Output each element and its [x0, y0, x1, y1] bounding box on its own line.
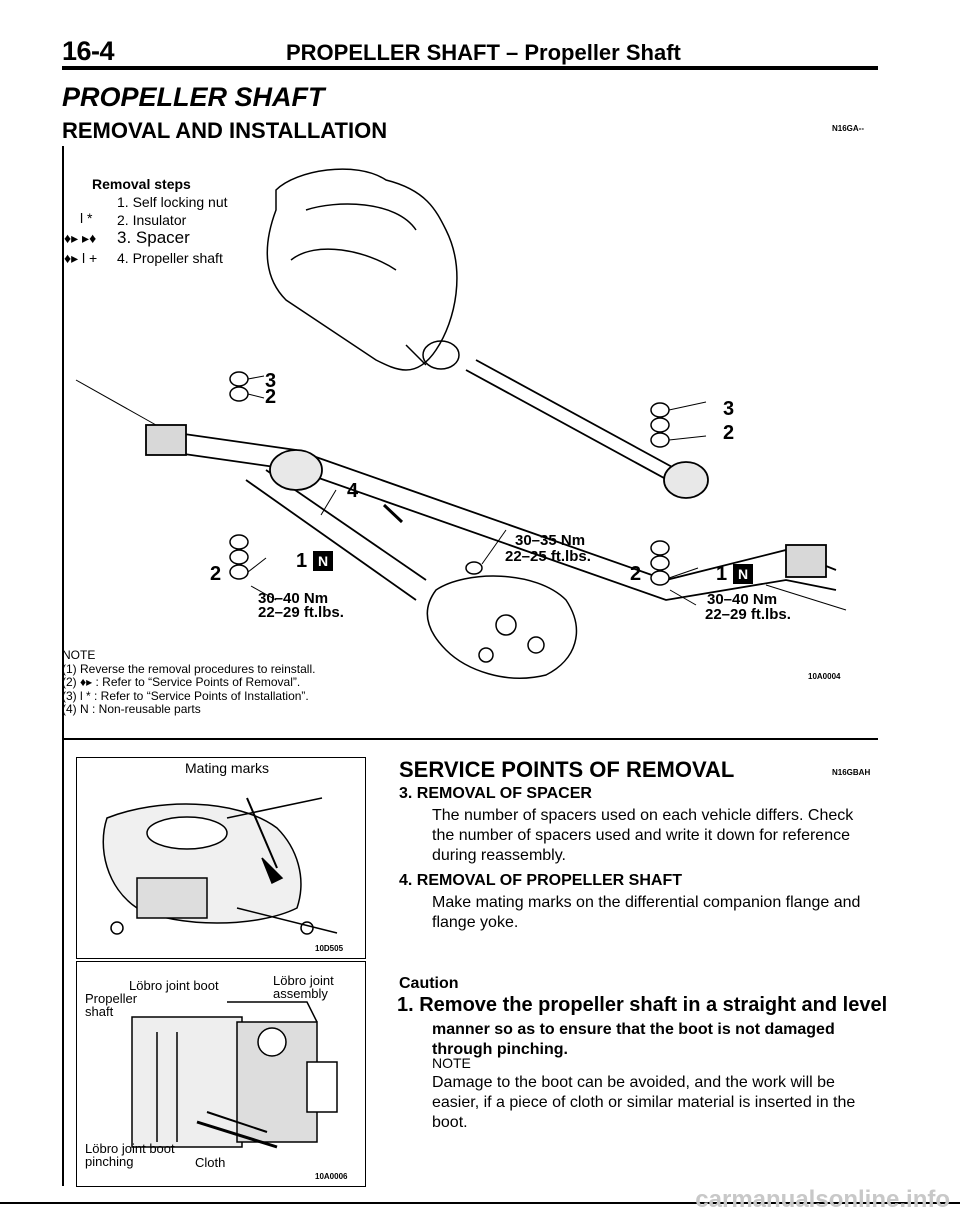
callout-3-right: 3	[723, 398, 735, 420]
note-line: (2) ♦▸ : Refer to “Service Points of Rem…	[62, 675, 301, 689]
running-title: PROPELLER SHAFT – Propeller Shaft	[286, 40, 681, 65]
figure1-label: Mating marks	[185, 760, 270, 776]
service-item-body: Make mating marks on the differential co…	[432, 894, 861, 931]
callout-3-left: 3	[265, 370, 277, 392]
torque-b-ftlbs: 22–29 ft.lbs.	[258, 604, 344, 621]
step-marks: l *	[80, 210, 93, 226]
section-title: PROPELLER SHAFT	[62, 82, 325, 112]
removal-step: 4. Propeller shaft	[117, 250, 223, 266]
callout-1-left: 1	[296, 550, 308, 572]
torque-c-ftlbs: 22–29 ft.lbs.	[705, 606, 791, 623]
page-number: 16-4	[62, 36, 115, 66]
removal-step: 3. Spacer	[117, 228, 190, 247]
callout-2-right: 2	[723, 422, 735, 444]
differential-housing	[426, 575, 578, 679]
leader-lines	[75, 375, 847, 611]
torque-a-nm: 30–35 Nm	[515, 532, 586, 549]
note-line: (4) N : Non-reusable parts	[62, 702, 201, 716]
mating-marks-illustration	[102, 797, 338, 935]
callout-2-lower-left: 2	[210, 563, 222, 585]
figure-lobro-joint: Löbro joint boot Löbro joint assembly Pr…	[76, 961, 366, 1187]
caution-item-lead: 1. Remove the propeller shaft in a strai…	[397, 994, 888, 1016]
callout-4: 4	[347, 480, 359, 502]
service-item-body: The number of spacers used on each vehic…	[432, 807, 854, 864]
figure-mating-marks: Mating marks 10D505	[76, 757, 366, 959]
step-marks: ♦▸ ▸♦	[64, 230, 97, 246]
header-rule	[62, 66, 878, 70]
label-lobro-joint-assembly: Löbro joint assembly	[273, 973, 334, 1001]
service-points-title: SERVICE POINTS OF REMOVAL	[399, 757, 735, 782]
lobro-joint-illustration	[131, 1001, 338, 1149]
service-points-code: N16GBAH	[832, 768, 871, 777]
transmission-housing	[266, 168, 460, 371]
non-reusable-badge-right: N	[733, 564, 753, 584]
notes-block: NOTE (1) Reverse the removal procedures …	[62, 648, 316, 717]
service-item-heading: 3. REMOVAL OF SPACER	[399, 785, 592, 802]
removal-steps-title: Removal steps	[92, 176, 191, 192]
propeller-shaft-exploded-diagram	[75, 168, 847, 679]
callout-2-left: 2	[265, 386, 277, 408]
figure2-id: 10A0006	[315, 1172, 348, 1181]
caution-note-title: NOTE	[432, 1055, 471, 1071]
label-propeller-shaft: Propeller shaft	[85, 991, 138, 1019]
caution-note-body: Damage to the boot can be avoided, and t…	[432, 1074, 856, 1131]
torque-a-ftlbs: 22–25 ft.lbs.	[505, 548, 591, 565]
callout-1-right: 1	[716, 563, 728, 585]
note-title: NOTE	[62, 648, 96, 662]
label-cloth: Cloth	[195, 1155, 226, 1170]
torque-c-nm: 30–40 Nm	[707, 591, 778, 608]
left-margin-rule	[62, 146, 64, 1186]
label-lobro-joint-boot: Löbro joint boot	[129, 978, 219, 993]
section-code: N16GA--	[832, 124, 865, 133]
label-boot-pinching: Löbro joint boot pinching	[85, 1141, 175, 1169]
section-subtitle: REMOVAL AND INSTALLATION	[62, 118, 388, 143]
note-line: (3) l * : Refer to “Service Points of In…	[62, 688, 309, 703]
caution-item-rest: manner so as to ensure that the boot is …	[432, 1021, 835, 1058]
note-line: (1) Reverse the removal procedures to re…	[62, 661, 316, 676]
caution-label: Caution	[399, 975, 459, 992]
figure1-id: 10D505	[315, 944, 344, 953]
callout-2-lower-right: 2	[630, 563, 642, 585]
footer-rule	[0, 1202, 960, 1204]
non-reusable-badge-left: N	[313, 551, 333, 571]
section-divider	[62, 738, 878, 740]
watermark: carmanualsonline.info	[695, 1186, 950, 1213]
fasteners	[229, 371, 670, 586]
diagram-id: 10A0004	[808, 672, 841, 681]
removal-step: 2. Insulator	[117, 212, 187, 228]
removal-step: 1. Self locking nut	[117, 194, 228, 210]
torque-b-nm: 30–40 Nm	[258, 590, 329, 607]
service-item-heading: 4. REMOVAL OF PROPELLER SHAFT	[399, 872, 682, 889]
step-marks: ♦▸ l +	[64, 250, 98, 266]
